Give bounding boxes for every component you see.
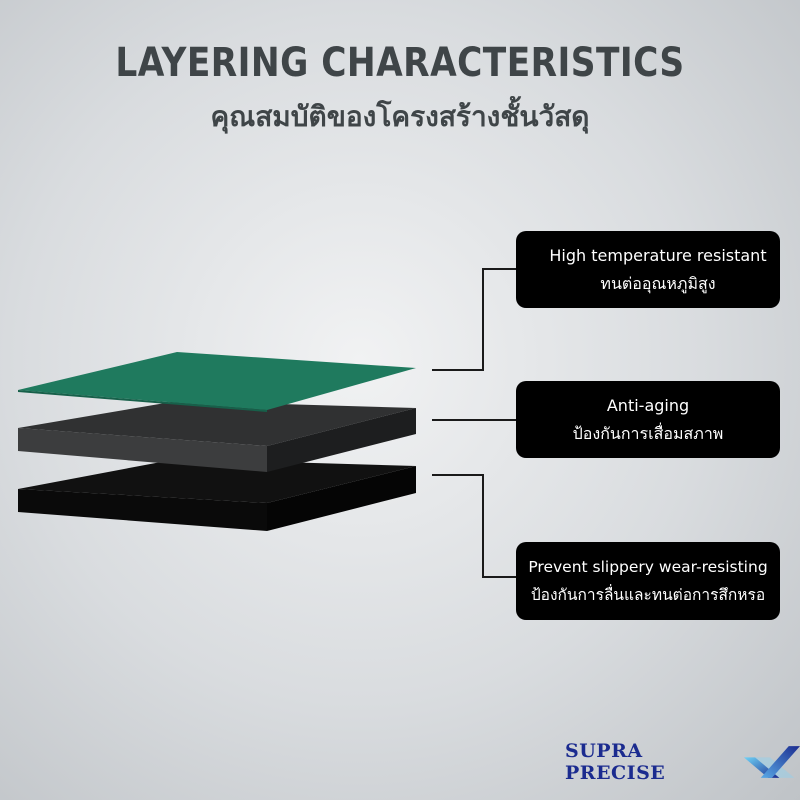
layer-top	[18, 352, 416, 412]
page-subtitle: คุณสมบัติของโครงสร้างชั้นวัสดุ	[210, 100, 590, 133]
callout-anti-aging: Anti-aging ป้องกันการเสื่อมสภาพ	[516, 381, 780, 458]
layer-bottom-front-face	[18, 489, 267, 531]
callout-2-thai: ป้องกันการเสื่อมสภาพ	[572, 423, 724, 443]
layer-bottom	[18, 459, 416, 531]
callout-1-english: High temperature resistant	[549, 245, 767, 265]
layer-top-edge	[18, 390, 267, 412]
callout-3-english: Prevent slippery wear-resisting	[528, 558, 768, 576]
layer-middle-top-face	[18, 401, 416, 446]
callout-high-temperature: High temperature resistant ทนต่ออุณหภูมิ…	[516, 231, 780, 308]
layer-middle-front-face	[18, 428, 267, 472]
callout-1-thai: ทนต่ออุณหภูมิสูง	[600, 273, 716, 293]
connector-line-3	[432, 474, 516, 578]
layer-middle-side-face	[267, 408, 416, 472]
layer-middle	[18, 401, 416, 472]
connector-line-1	[432, 268, 516, 371]
callout-2-english: Anti-aging	[606, 395, 690, 415]
layer-bottom-side-face	[267, 466, 416, 531]
brand-logo: SUPRA PRECISE	[565, 740, 800, 784]
brand-name: SUPRA PRECISE	[565, 740, 666, 784]
layer-bottom-top-face	[18, 459, 416, 503]
callout-anti-slip: Prevent slippery wear-resisting ป้องกันก…	[516, 542, 780, 620]
layer-top-face	[18, 352, 416, 410]
callout-3-thai: ป้องกันการลื่นและทนต่อการสึกหรอ	[530, 586, 766, 604]
page-title: LAYERING CHARACTERISTICS	[115, 40, 685, 86]
x-logo-icon	[743, 746, 800, 778]
